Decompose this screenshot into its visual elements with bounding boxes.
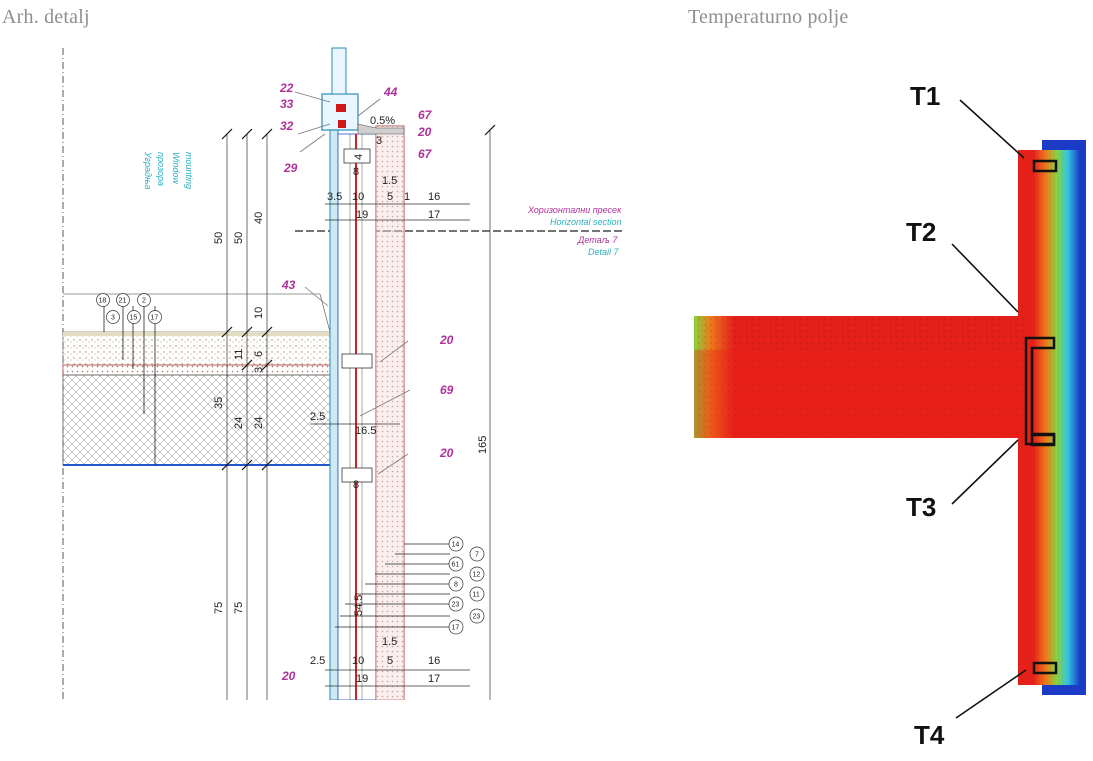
dim-40: 40 — [253, 212, 265, 224]
bracket-t4 — [1032, 661, 1058, 675]
mark-22: 22 — [279, 81, 294, 95]
architectural-detail-drawing: 22 33 32 44 67 20 67 29 43 20 69 20 20 0… — [62, 47, 625, 700]
dim-1-5-top: 1.5 — [382, 175, 397, 187]
wall-mark-2: 7 — [475, 552, 479, 559]
wall-mark-7: 23 — [452, 602, 460, 609]
window-note-line-1: Уградња — [143, 151, 153, 189]
right-panel-title: Temperaturno polje — [688, 6, 849, 28]
dim-5-top: 5 — [387, 191, 393, 203]
dim-3-5-top: 3.5 — [327, 191, 342, 203]
dim-50-b: 50 — [233, 232, 245, 244]
mark-33: 33 — [280, 97, 294, 111]
floor-mark-5: 15 — [130, 315, 138, 322]
mark-29: 29 — [283, 161, 298, 175]
dim-3: 3 — [253, 367, 265, 373]
dim-16-top: 16 — [428, 191, 440, 203]
window-note-line-3: Window — [171, 152, 181, 184]
dim-11: 11 — [233, 349, 245, 360]
dim-3-window: 3 — [376, 135, 382, 147]
wall-mark-3: 61 — [452, 562, 460, 569]
dim-17-bottom: 17 — [428, 673, 440, 685]
left-panel-title: Arh. detalj — [2, 6, 90, 28]
bracket-t3 — [1030, 433, 1056, 447]
dim-10-bottom: 10 — [352, 655, 364, 667]
dim-19-bottom: 19 — [356, 673, 368, 685]
section-note-line-1: Хоризонтални пресек — [527, 205, 622, 215]
dim-75-b: 75 — [233, 602, 245, 614]
mark-44: 44 — [383, 85, 398, 99]
dim-6: 6 — [253, 351, 265, 357]
probe-label-t2: T2 — [906, 217, 936, 247]
dim-75-a: 75 — [213, 602, 225, 614]
window-note-line-4: mounting — [184, 152, 194, 189]
probe-label-t1: T1 — [910, 81, 940, 111]
dim-54-5: 54.5 — [353, 595, 365, 616]
floor-mark-6: 17 — [151, 315, 159, 322]
dim-10-top: 10 — [352, 191, 364, 203]
wall-mark-6: 11 — [473, 592, 480, 599]
mark-43: 43 — [281, 278, 296, 292]
dim-17-top: 17 — [428, 209, 440, 221]
section-note-line-3: Детаљ 7 — [577, 235, 618, 245]
window-note-line-2: прозора — [156, 152, 166, 186]
mark-32: 32 — [280, 119, 294, 133]
dim-24-b: 24 — [253, 417, 265, 429]
probe-label-t3: T3 — [906, 492, 936, 522]
bracket-t1 — [1032, 159, 1058, 173]
dim-5-bottom: 5 — [387, 655, 393, 667]
dim-1-5-bottom: 1.5 — [382, 636, 397, 648]
dim-10: 10 — [253, 307, 265, 319]
temperature-field-diagram: T1 T2 T3 T4 — [694, 81, 1086, 750]
dim-2-5-bottom: 2.5 — [310, 655, 325, 667]
floor-mark-4: 3 — [111, 315, 115, 322]
dim-165: 165 — [477, 436, 489, 454]
dim-2-5-mid: 2.5 — [310, 411, 325, 423]
section-note-line-4: Detail 7 — [588, 247, 620, 257]
dim-35: 35 — [213, 397, 225, 409]
dim-24-a: 24 — [233, 417, 245, 429]
mark-20-anchor-top: 20 — [439, 333, 454, 347]
dim-50-a: 50 — [213, 232, 225, 244]
wall-mark-1: 14 — [452, 542, 460, 549]
dim-1-top: 1 — [404, 191, 410, 203]
dim-8-top: 8 — [353, 166, 359, 178]
mark-20-anchor-bottom: 20 — [439, 446, 454, 460]
dim-8-bottom: 8 — [353, 479, 359, 491]
mark-67-bottom: 67 — [418, 147, 433, 161]
floor-mark-3: 2 — [142, 298, 146, 305]
dim-4: 4 — [353, 154, 365, 160]
slope-label: 0.5% — [370, 115, 395, 127]
mark-69: 69 — [440, 383, 454, 397]
dim-16-5-mid: 16.5 — [355, 425, 376, 437]
section-note-line-2: Horizontal section — [550, 217, 622, 227]
dim-19-top: 19 — [356, 209, 368, 221]
mark-20-bottom: 20 — [281, 669, 296, 683]
floor-mark-2: 21 — [119, 298, 127, 305]
mark-20-top: 20 — [417, 125, 432, 139]
wall-mark-8: 23 — [473, 614, 481, 621]
wall-mark-4: 12 — [473, 572, 481, 579]
mark-67-top: 67 — [418, 108, 433, 122]
wall-mark-5: 8 — [454, 582, 458, 589]
wall-mark-9: 17 — [452, 625, 460, 632]
floor-mark-1: 18 — [99, 298, 107, 305]
probe-label-t4: T4 — [914, 720, 945, 750]
dim-16-bottom: 16 — [428, 655, 440, 667]
